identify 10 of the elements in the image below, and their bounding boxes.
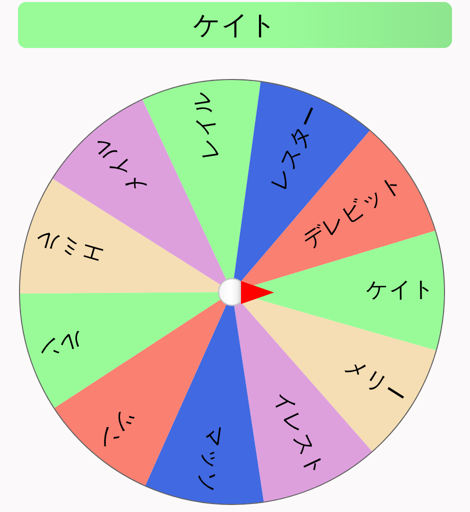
segment-label: ケイト xyxy=(366,278,436,304)
segment-label: レイル xyxy=(188,89,225,162)
segment-label: メイル xyxy=(88,130,154,200)
segment-label: エミル xyxy=(33,224,107,268)
segment-label: メリー xyxy=(339,353,411,412)
segment-label: マッソ xyxy=(192,423,227,495)
segment-label: ルン xyxy=(34,324,86,364)
segment-label: ツン xyxy=(90,402,140,455)
title-banner: ケイト xyxy=(18,2,452,48)
segment-label: イレスト xyxy=(267,387,330,482)
